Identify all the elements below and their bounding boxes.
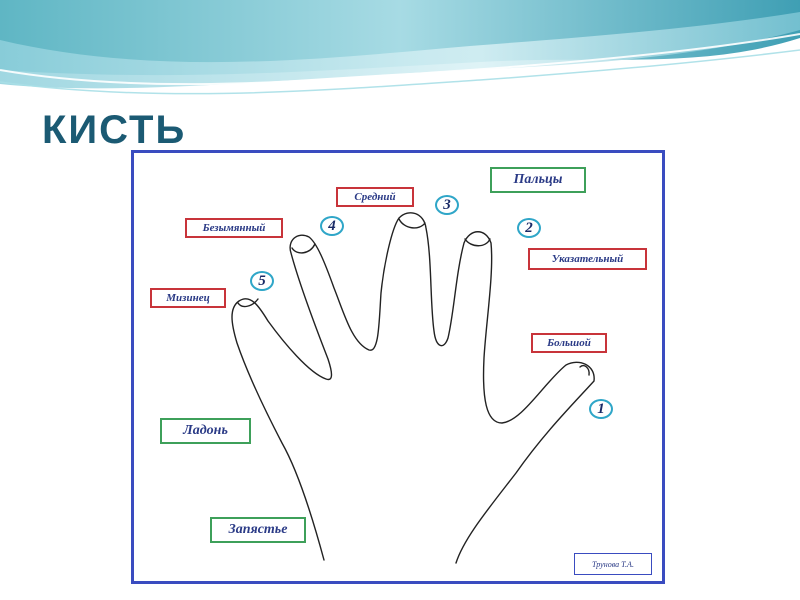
label-index-finger: Указательный xyxy=(528,248,647,270)
slide-title: КИСТЬ xyxy=(42,108,186,153)
label-middle-finger: Средний xyxy=(336,187,414,207)
finger-number-2: 2 xyxy=(517,218,541,238)
label-little-finger: Мизинец xyxy=(150,288,226,308)
finger-number-1: 1 xyxy=(589,399,613,419)
label-ring-finger: Безымянный xyxy=(185,218,283,238)
label-wrist: Запястье xyxy=(210,517,306,543)
hand-diagram-frame: Средний Безымянный Указательный Мизинец … xyxy=(131,150,665,584)
finger-number-3: 3 xyxy=(435,195,459,215)
finger-number-5: 5 xyxy=(250,271,274,291)
label-palm: Ладонь xyxy=(160,418,251,444)
finger-number-4: 4 xyxy=(320,216,344,236)
label-thumb: Большой xyxy=(531,333,607,353)
author-credit: Трунова Т.А. xyxy=(574,553,652,575)
wave-header-decoration xyxy=(0,0,800,120)
label-fingers: Пальцы xyxy=(490,167,586,193)
